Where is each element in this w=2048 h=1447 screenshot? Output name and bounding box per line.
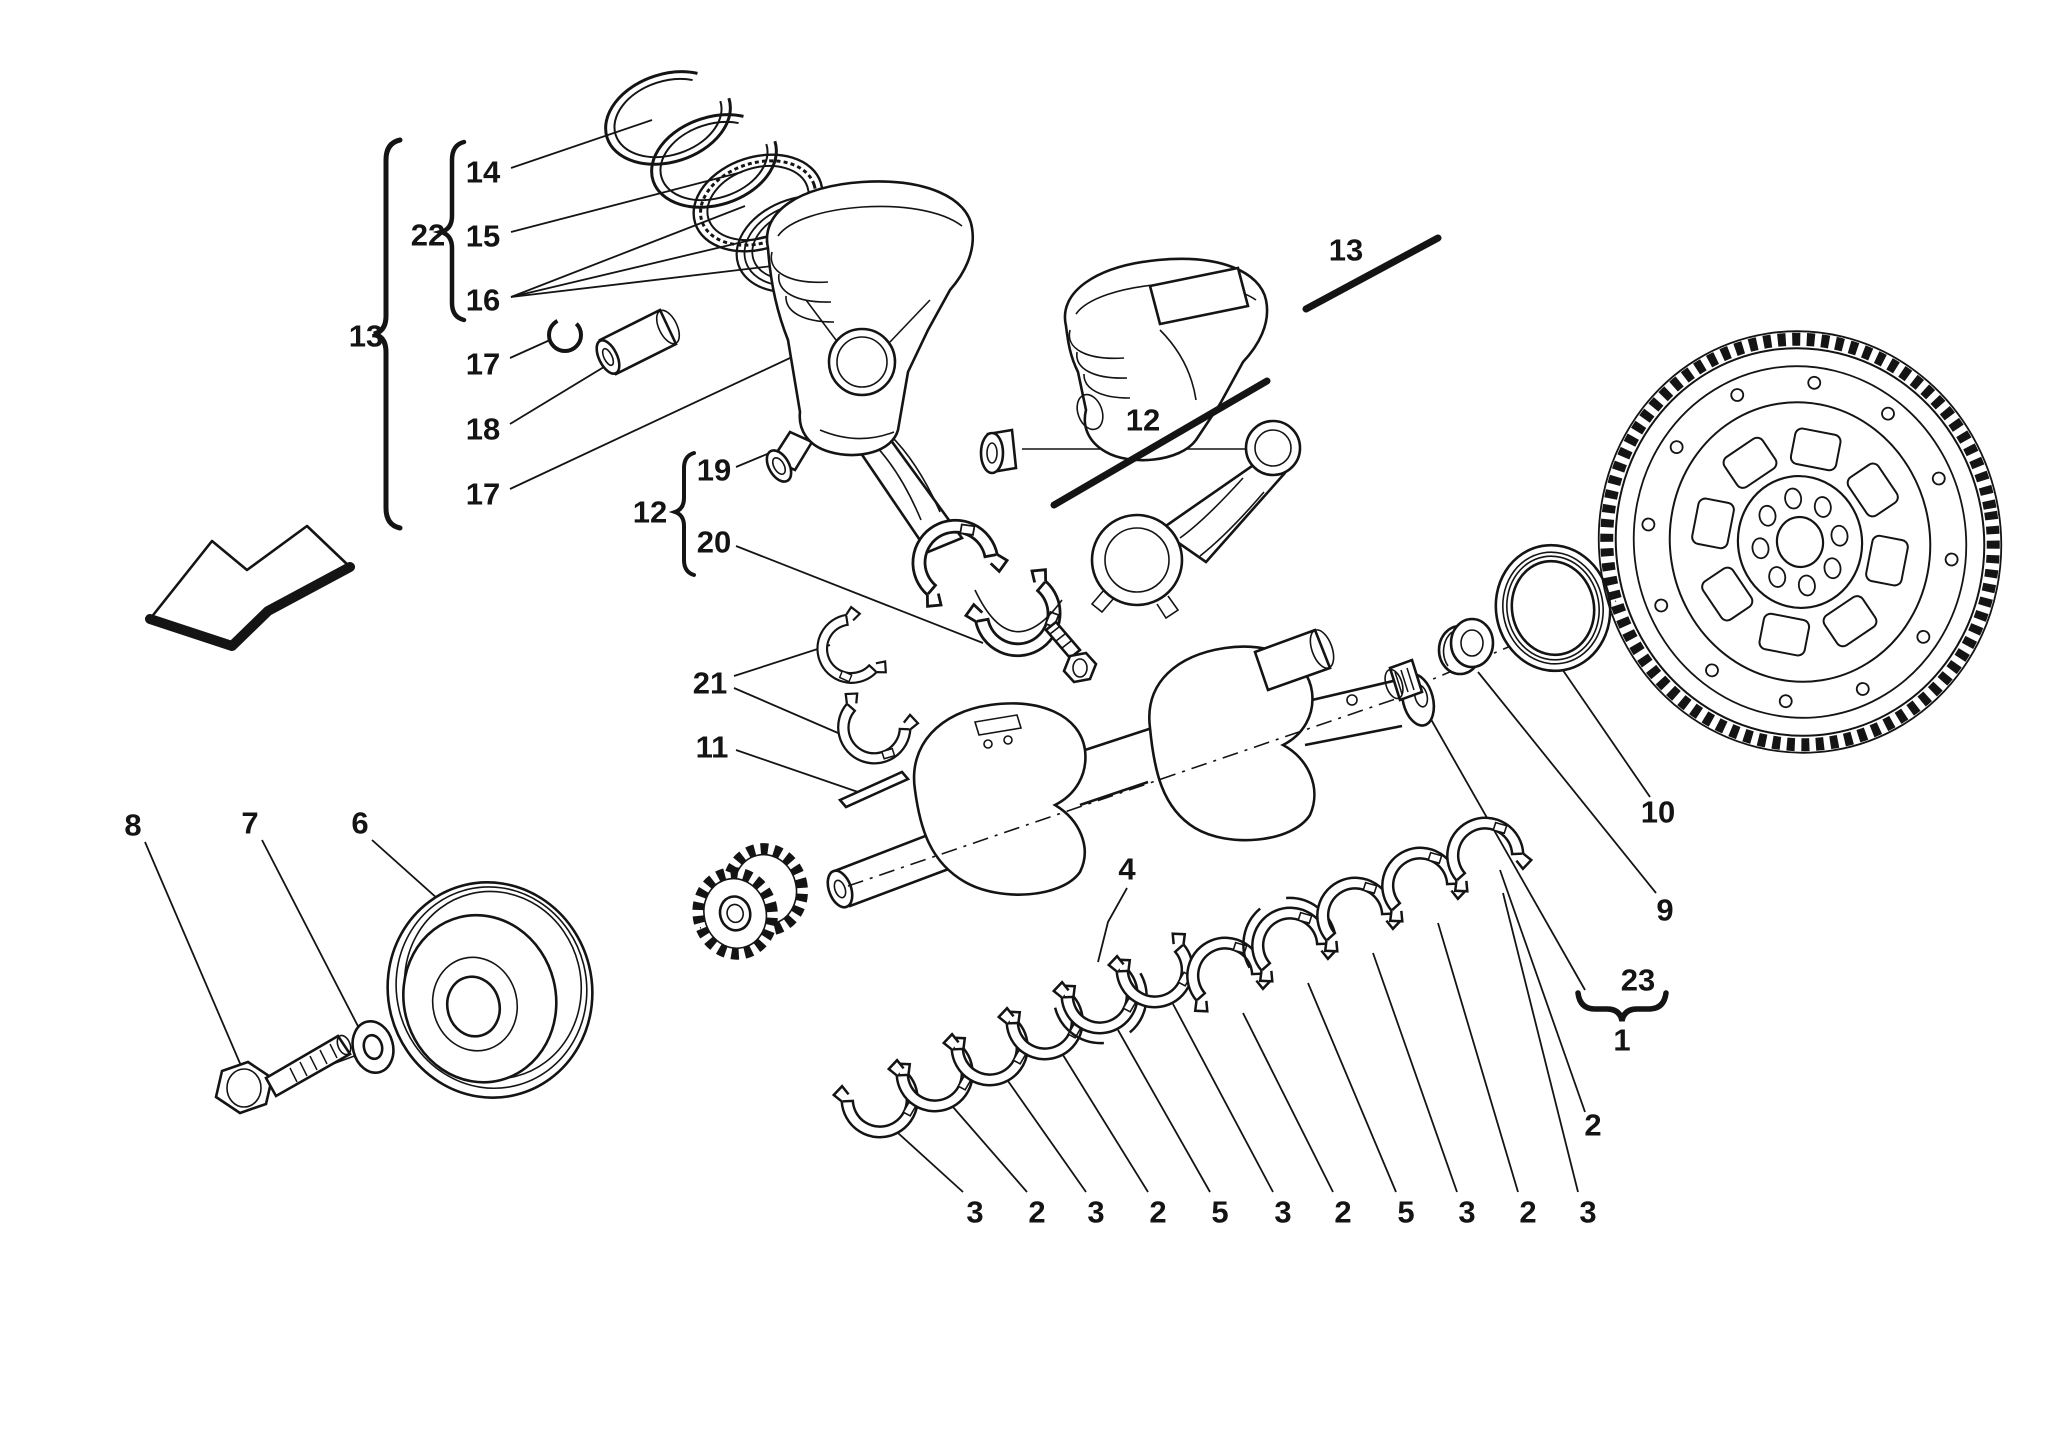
callout-label-2-23: 2 [1584,1108,1601,1143]
callout-label-15-3: 15 [466,219,500,254]
callout-label-9-20: 9 [1656,893,1673,928]
callout-label-3-24: 3 [966,1195,983,1230]
callout-label-6-15: 6 [351,806,368,841]
connecting-rod-small-end-bushing [979,428,1018,475]
callout-label-2-27: 2 [1149,1195,1166,1230]
crankshaft-plug [1384,658,1424,702]
callout-label-2-30: 2 [1334,1195,1351,1230]
callout-label-11-12: 11 [696,730,729,765]
flywheel-bolt-holes [1641,375,1959,709]
callout-label-8-13: 8 [124,808,141,843]
callout-label-22-1: 22 [411,218,445,253]
timing-sprocket [692,843,808,960]
pulley-bolt [214,1034,352,1115]
callout-label-3-26: 3 [1087,1195,1104,1230]
pilot-bearing [1437,617,1495,676]
callout-label-19-9: 19 [697,453,731,488]
crankshaft-seal [1494,543,1612,673]
circlip-icon [547,317,583,353]
callout-label-10-19: 10 [1641,795,1675,830]
callout-label-20-10: 20 [697,525,731,560]
group-reference-lines [1050,234,1442,509]
callout-label-3-34: 3 [1579,1195,1596,1230]
callout-label-1-22: 1 [1613,1023,1630,1058]
connecting-rod [1090,419,1302,620]
callout-label-4-18: 4 [1118,852,1136,887]
washer [351,1020,395,1074]
flywheel-windows [1691,427,1909,657]
callout-label-14-2: 14 [466,155,501,190]
flywheel-hub-holes [1751,487,1849,597]
rod-bearing-shells [804,605,920,775]
connecting-rod-small-end-bushing [765,430,814,483]
piston [1063,257,1269,462]
callout-label-13-0: 13 [349,319,383,354]
callout-label-5-31: 5 [1397,1195,1414,1230]
callout-label-23-21: 23 [1621,963,1655,998]
callout-label-16-4: 16 [466,283,500,318]
callout-label-7-14: 7 [241,806,258,841]
main-bearing-shells-lower-row [832,930,1207,1150]
crankshaft [826,628,1436,909]
callout-label-3-29: 3 [1274,1195,1291,1230]
callout-label-18-6: 18 [466,412,500,447]
woodruff-key [837,770,911,809]
callout-label-17-5: 17 [466,347,500,382]
direction-arrow-icon [145,524,355,651]
callout-label-13-16: 13 [1329,233,1363,268]
callout-label-12-17: 12 [1126,403,1160,438]
callout-label-2-25: 2 [1028,1195,1045,1230]
piston [765,180,975,457]
damper-pulley [386,881,594,1099]
callout-label-3-32: 3 [1458,1195,1475,1230]
callout-label-17-7: 17 [466,477,500,512]
callout-label-12-8: 12 [633,495,667,530]
big-end-bolt [1044,620,1098,684]
callout-label-2-33: 2 [1519,1195,1536,1230]
callout-label-5-28: 5 [1211,1195,1228,1230]
callout-label-21-11: 21 [693,666,727,701]
gudgeon-pin [595,308,681,376]
group-braces [373,137,1669,1022]
big-end-cap [963,565,1078,673]
flywheel [1597,330,2003,754]
